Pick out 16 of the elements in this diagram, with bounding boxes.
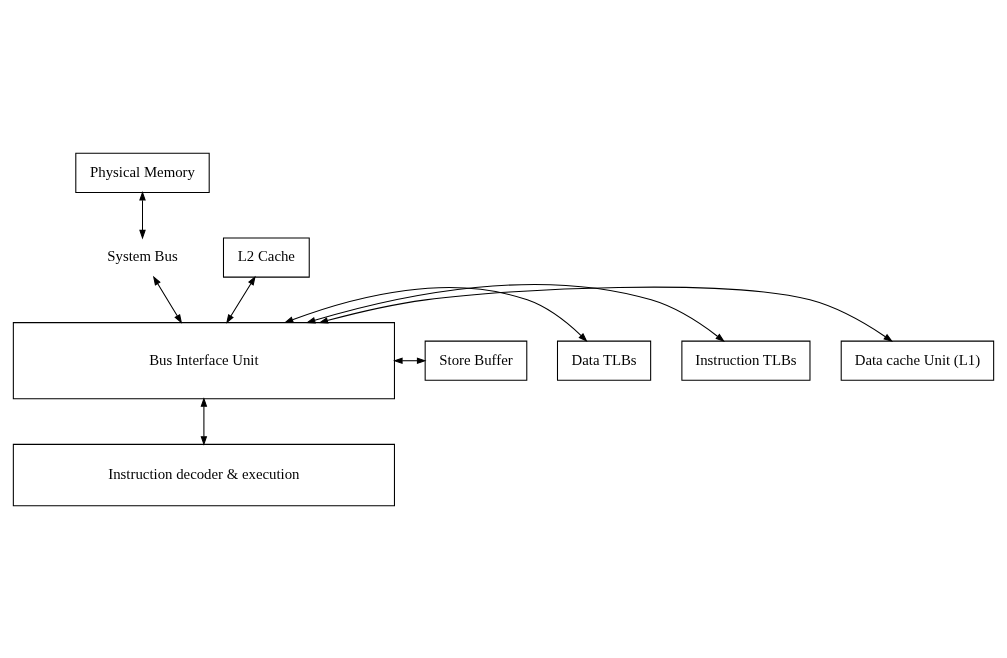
arrow [200, 396, 208, 446]
node-box: Bus Interface Unit [12, 321, 395, 399]
arrow [283, 286, 588, 342]
arrow [152, 275, 183, 324]
arrow [139, 190, 146, 239]
node-box: Instruction decoder & execution [12, 443, 395, 506]
node-box: Instruction TLBs [681, 340, 811, 381]
arrow [226, 275, 256, 324]
node-text: System Bus [107, 247, 178, 264]
arrow [305, 283, 725, 342]
node-box: Store Buffer [424, 340, 528, 381]
node-box: Physical Memory [75, 152, 210, 193]
node-box: Data cache Unit (L1) [840, 340, 995, 381]
node-box: Data TLBs [556, 340, 652, 381]
node-box: L2 Cache [222, 236, 310, 278]
arrow [318, 286, 894, 342]
